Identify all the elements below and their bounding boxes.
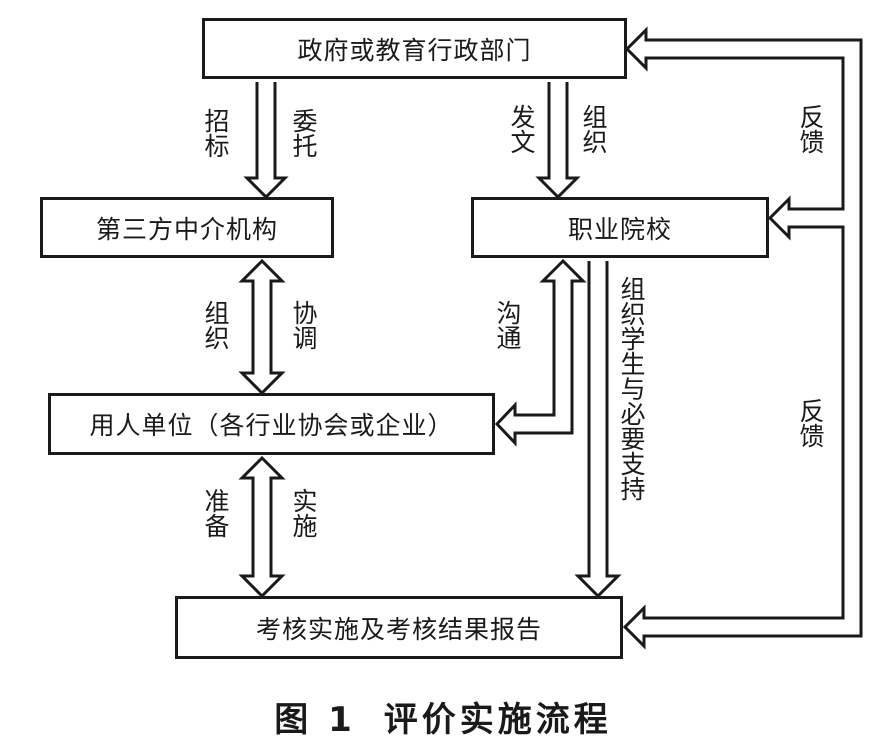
third-party-box: 第三方中介机构 [40, 197, 334, 258]
vocational-college-label: 职业院校 [567, 214, 672, 244]
label-organize-support: 组织学生与必要支持 [617, 276, 646, 501]
figure-caption: 图 1 评价实施流程 [0, 692, 886, 741]
government-label: 政府或教育行政部门 [297, 35, 532, 65]
arrow-vocational-employer [494, 258, 587, 447]
arrow-feedback-loop [622, 26, 863, 650]
label-issue-document: 发文 [507, 104, 536, 154]
label-bidding: 招标 [201, 108, 230, 158]
employer-box: 用人单位（各行业协会或企业） [48, 393, 495, 455]
third-party-label: 第三方中介机构 [95, 214, 278, 244]
label-entrust: 委托 [289, 108, 318, 158]
arrow-employer-assessment [238, 455, 286, 599]
label-coordinate: 协调 [289, 300, 318, 350]
label-prepare: 准备 [201, 488, 230, 538]
government-box: 政府或教育行政部门 [202, 18, 627, 79]
label-organize-top: 组织 [579, 104, 608, 154]
figure-number: 图 1 [274, 700, 356, 740]
label-organize-left: 组织 [201, 300, 230, 350]
assessment-label: 考核实施及考核结果报告 [255, 614, 542, 644]
arrow-gov-to-vocational [535, 82, 581, 200]
arrow-third-party-employer [238, 258, 286, 396]
employer-label: 用人单位（各行业协会或企业） [89, 411, 454, 440]
assessment-box: 考核实施及考核结果报告 [175, 596, 623, 659]
arrow-gov-to-third-party [243, 82, 289, 200]
label-implement: 实施 [289, 488, 318, 538]
label-communicate: 沟通 [493, 300, 522, 350]
figure-title: 评价实施流程 [383, 700, 612, 740]
arrow-vocational-to-assessment [574, 261, 622, 599]
vocational-college-box: 职业院校 [471, 197, 769, 258]
label-feedback-upper: 反馈 [796, 104, 825, 154]
label-feedback-lower: 反馈 [796, 398, 825, 448]
